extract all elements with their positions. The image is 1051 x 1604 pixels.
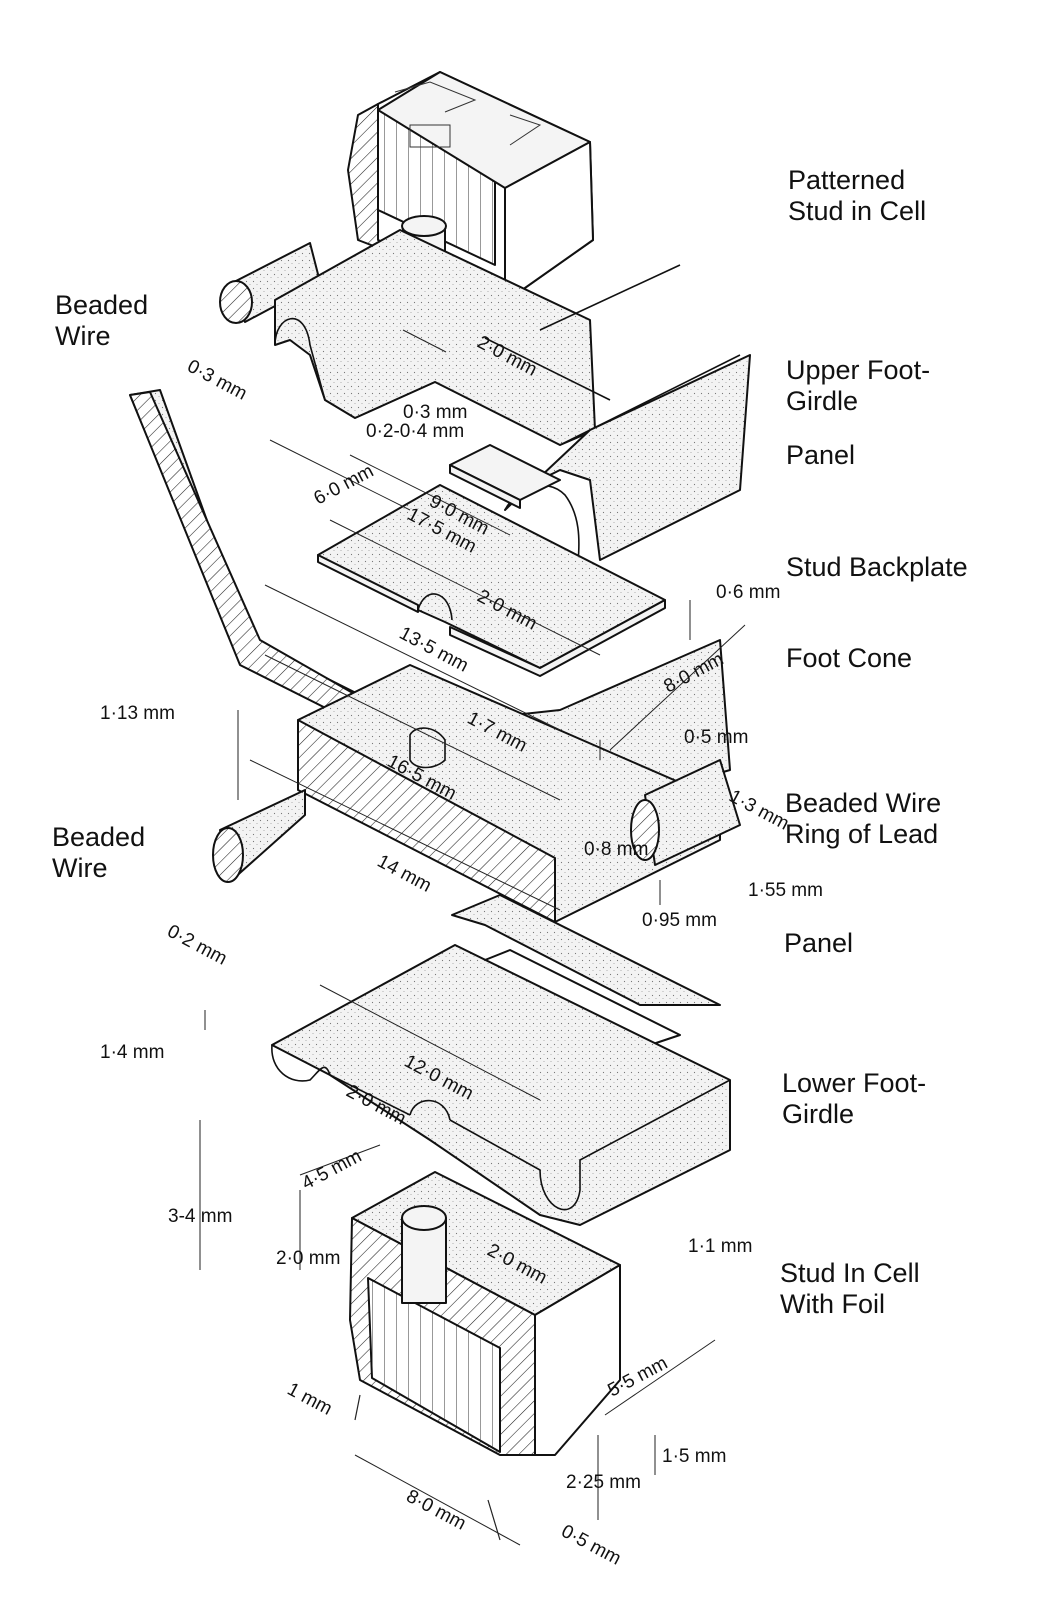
dim-panel-gap-b: 0·2-0·4 mm	[366, 421, 464, 442]
label-beaded-wire-ring-of-lead: Beaded Wire Ring of Lead	[785, 788, 942, 849]
label-panel-bottom: Panel	[784, 928, 854, 958]
dim-lower-girdle-rim: 1·1 mm	[688, 1236, 752, 1257]
dim-ring-thickness: 1·13 mm	[100, 703, 175, 724]
dim-lower-girdle-thickness: 0·2 mm	[164, 921, 231, 970]
dimension-lines	[199, 329, 746, 1546]
stud-backplate-part	[317, 484, 666, 677]
label-upper-foot-girdle: Upper Foot- Girdle	[786, 355, 931, 416]
lower-foot-girdle-part	[271, 944, 731, 1226]
label-stud-in-cell-with-foil: Stud In Cell With Foil	[780, 1258, 920, 1319]
dim-cell-wall: 0·5 mm	[558, 1521, 625, 1570]
label-lower-foot-girdle: Lower Foot- Girdle	[782, 1068, 927, 1129]
dim-ring-inner: 0·8 mm	[584, 839, 648, 860]
label-beaded-wire-bottom: Beaded Wire	[52, 822, 146, 883]
label-stud-backplate: Stud Backplate	[786, 552, 968, 582]
label-foot-cone: Foot Cone	[786, 643, 913, 673]
dim-cell-base-height: 1·5 mm	[662, 1446, 726, 1467]
label-panel-top: Panel	[786, 440, 856, 470]
ring-of-lead-part	[212, 664, 741, 923]
dim-upper-girdle-thickness: 0·3 mm	[184, 356, 251, 405]
dim-cell-foil: 1 mm	[284, 1379, 336, 1420]
dim-cell-stud-height: 2·0 mm	[276, 1248, 340, 1269]
dim-cell-top-offset: 4·5 mm	[298, 1146, 365, 1195]
stud-in-cell-with-foil-part	[349, 1171, 621, 1456]
dim-upper-girdle-width: 6·0 mm	[310, 461, 377, 510]
upper-foot-girdle-part	[274, 229, 751, 563]
dim-ring-height: 1·55 mm	[748, 880, 823, 901]
label-beaded-wire-top: Beaded Wire	[55, 290, 149, 351]
dim-cell-overall-height: 3-4 mm	[168, 1206, 232, 1227]
dim-cell-height: 2·25 mm	[566, 1472, 641, 1493]
dim-backplate-thickness: 0·6 mm	[716, 582, 780, 603]
dim-panel-thickness: 0·95 mm	[642, 910, 717, 931]
stud-lower	[401, 1217, 447, 1304]
dim-panel-gap-a: 0·3 mm	[403, 402, 467, 423]
dim-foot-cone-thickness: 0·5 mm	[684, 727, 748, 748]
label-patterned-stud-in-cell: Patterned Stud in Cell	[788, 165, 927, 226]
dim-ring-width: 14 mm	[374, 851, 435, 897]
dim-cell-width: 8·0 mm	[403, 1486, 470, 1535]
dim-lower-girdle-depth: 1·4 mm	[100, 1042, 164, 1063]
panel-top-part	[449, 444, 561, 509]
